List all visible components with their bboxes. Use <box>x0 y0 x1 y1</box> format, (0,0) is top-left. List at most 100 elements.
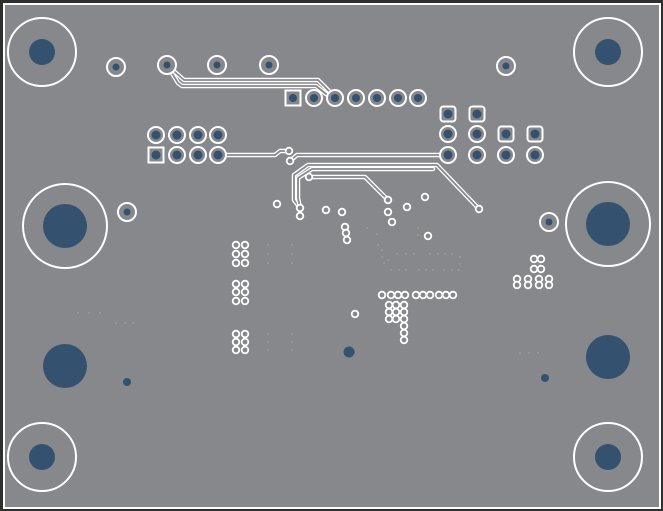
via <box>231 240 241 250</box>
via <box>534 280 544 290</box>
plain-holes <box>43 335 630 388</box>
silk-dot <box>417 227 419 229</box>
via <box>383 207 393 217</box>
silk-dot <box>267 244 269 246</box>
silk-dot <box>405 253 407 255</box>
via <box>399 314 409 324</box>
silk-dot <box>437 253 439 255</box>
pad-drill <box>213 150 223 160</box>
pad-drill <box>501 150 511 160</box>
silk-dot <box>537 352 539 354</box>
silk-dot <box>291 253 293 255</box>
pad-drill <box>443 150 453 160</box>
via <box>231 345 241 355</box>
pad-drill <box>172 130 182 140</box>
silk-dot <box>291 349 293 351</box>
silk-dot <box>291 333 293 335</box>
via <box>474 204 484 214</box>
silk-dot <box>267 333 269 335</box>
via <box>423 231 433 241</box>
via <box>231 296 241 306</box>
pad-drill <box>163 61 171 69</box>
pad-drill <box>193 150 203 160</box>
silk-dot <box>396 253 398 255</box>
silk-dot <box>381 256 383 258</box>
silk-dot <box>115 322 117 324</box>
pad-drill <box>289 94 297 102</box>
via <box>544 280 554 290</box>
via <box>400 290 410 300</box>
via <box>231 258 241 268</box>
via <box>240 329 250 339</box>
via <box>402 202 412 212</box>
via <box>384 307 394 317</box>
mh-tr-ring <box>573 17 643 87</box>
mh-tl-ring <box>7 17 77 87</box>
silk-dot <box>267 341 269 343</box>
silk-dot <box>77 312 79 314</box>
silk-dot <box>267 349 269 351</box>
pad-drill <box>172 150 182 160</box>
silk-dot <box>267 262 269 264</box>
silk-dot <box>432 269 434 271</box>
silk-dot <box>429 253 431 255</box>
via <box>337 207 347 217</box>
via <box>383 195 393 205</box>
via <box>411 290 421 300</box>
hole-c <box>343 346 355 358</box>
pad-drill <box>545 218 553 226</box>
via <box>391 307 401 317</box>
silkscreen-dots <box>77 227 539 354</box>
via <box>399 300 409 310</box>
pad-drill <box>530 129 540 139</box>
mh-bl-ring <box>7 422 77 492</box>
mh-tl-drill <box>29 39 55 65</box>
pad-drill <box>310 94 318 102</box>
pad-drill <box>112 63 120 71</box>
via <box>384 300 394 310</box>
via <box>536 254 546 264</box>
pad-drill <box>331 94 339 102</box>
silk-dot <box>376 233 378 235</box>
via <box>391 314 401 324</box>
via <box>384 314 394 324</box>
silk-dot <box>417 234 419 236</box>
silk-dot <box>377 244 379 246</box>
via <box>387 217 397 227</box>
pad-drill <box>123 208 131 216</box>
silk-dot <box>458 269 460 271</box>
via <box>321 205 331 215</box>
jack-l-drill <box>43 204 87 248</box>
silk-dot <box>267 253 269 255</box>
silk-dot <box>413 253 415 255</box>
pad-drill <box>530 150 540 160</box>
via <box>240 337 250 347</box>
jack-r-ring <box>565 181 651 267</box>
via <box>272 199 282 209</box>
mh-br-ring <box>573 422 643 492</box>
pad-drill <box>151 130 161 140</box>
silk-dot <box>425 269 427 271</box>
pad-drill <box>501 129 511 139</box>
via <box>231 279 241 289</box>
jack-r-drill <box>586 202 630 246</box>
silk-dot <box>443 269 445 271</box>
silk-dot <box>418 269 420 271</box>
silk-dot <box>124 322 126 324</box>
pad-drill <box>213 61 221 69</box>
via <box>284 146 294 156</box>
silk-dot <box>451 269 453 271</box>
silk-dot <box>291 262 293 264</box>
silk-dot <box>459 256 461 258</box>
via <box>285 156 295 166</box>
hole-l <box>43 344 87 388</box>
pad-drill <box>472 129 482 139</box>
via <box>342 235 352 245</box>
via <box>420 192 430 202</box>
via <box>536 264 546 274</box>
pad-drill <box>213 130 223 140</box>
pad-drill <box>443 109 453 119</box>
via <box>240 287 250 297</box>
pad-drill <box>373 94 381 102</box>
